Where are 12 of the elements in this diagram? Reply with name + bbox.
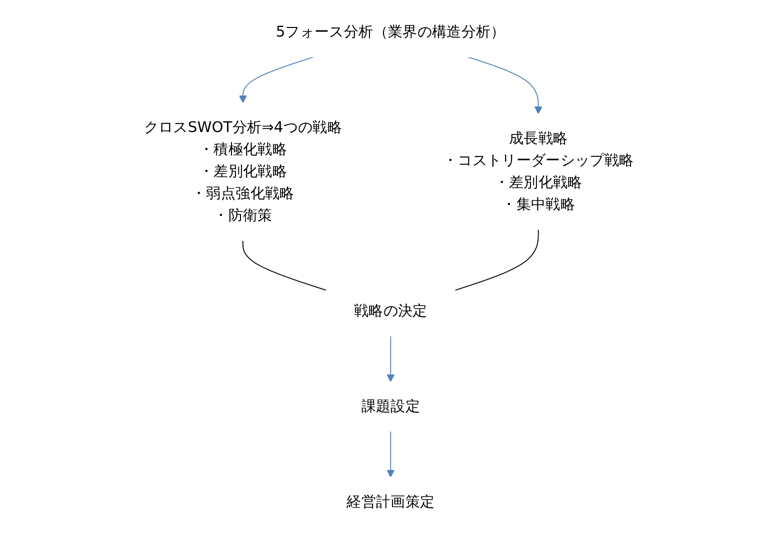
node-text: 経営計画策定 (346, 492, 435, 510)
connector (454, 228, 539, 291)
node-text: 戦略の決定 (354, 302, 428, 320)
node-text: 課題設定 (361, 397, 420, 415)
node-text: 5フォース分析（業界の構造分析） (276, 22, 506, 40)
node-text: 成長戦略 ・コストリーダーシップ戦略 ・差別化戦略 ・集中戦略 (443, 129, 634, 213)
connector (242, 240, 328, 291)
arrow (386, 430, 395, 478)
arrow (467, 56, 543, 114)
node-text: クロスSWOT分析⇒4つの戦略 ・積極化戦略 ・差別化戦略 ・弱点強化戦略 ・防衛策 (144, 118, 342, 224)
arrow (239, 56, 315, 104)
arrow (386, 335, 395, 382)
